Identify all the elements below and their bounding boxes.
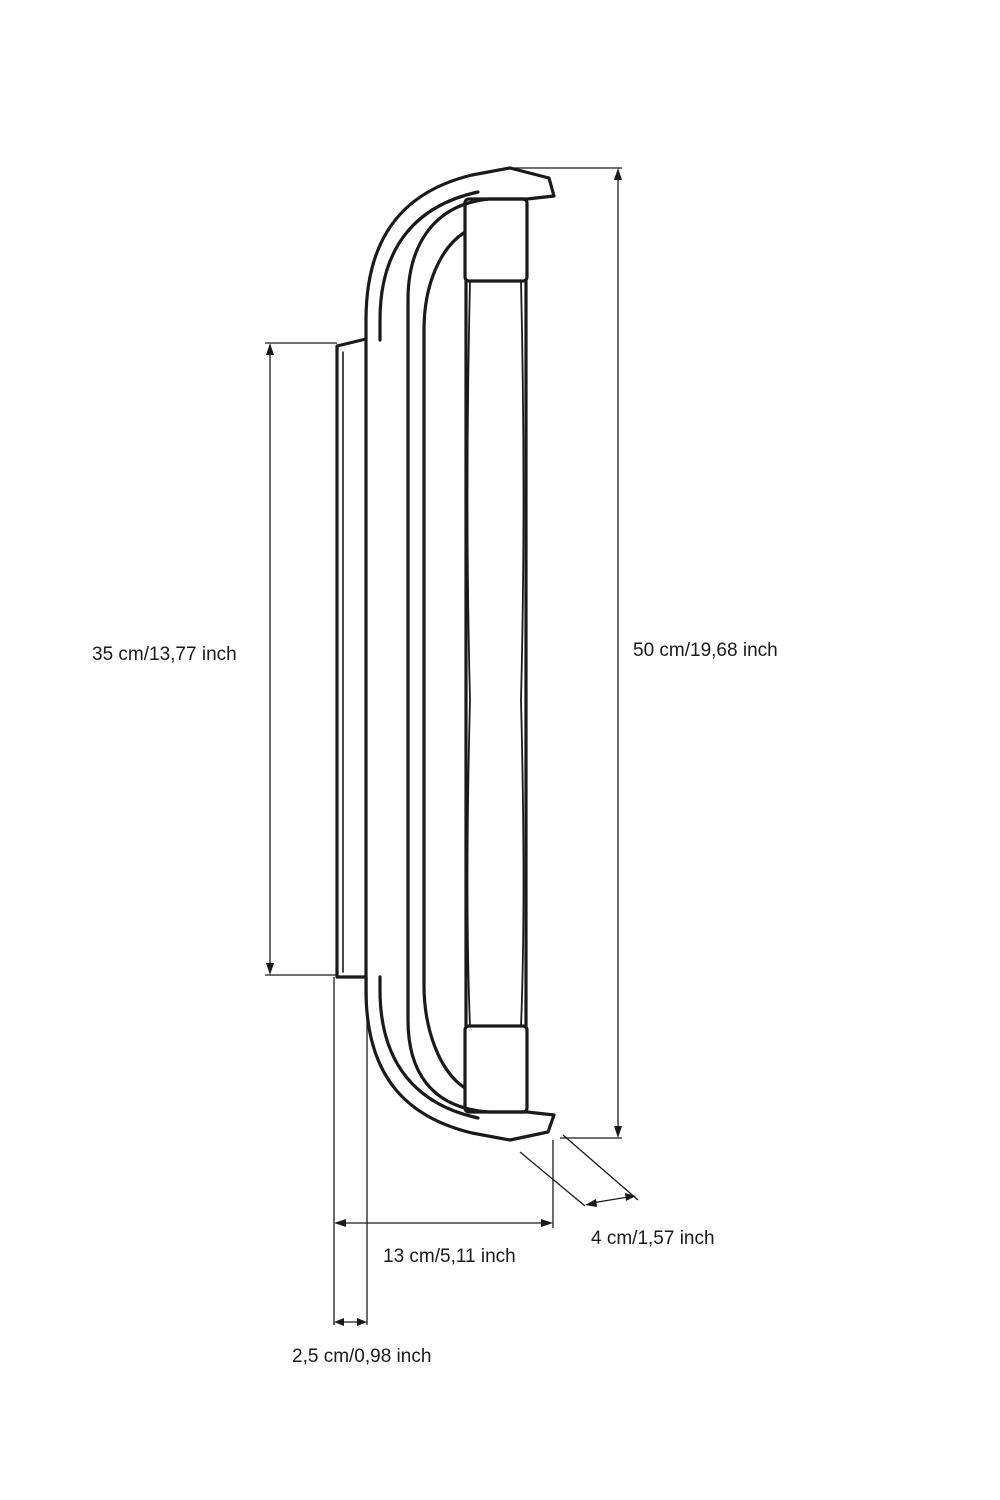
wall-backplate — [335, 337, 368, 979]
curved-arm — [364, 166, 556, 1142]
light-tube — [463, 197, 529, 1114]
dimension-height-backplate — [265, 342, 337, 976]
dimension-depth-total — [333, 977, 554, 1325]
label-height-backplate: 35 cm/13,77 inch — [92, 644, 237, 665]
dimension-backplate-thickness — [334, 1318, 367, 1326]
dimension-height-total — [510, 167, 622, 1139]
label-bar-width: 4 cm/1,57 inch — [591, 1228, 715, 1249]
label-depth-total: 13 cm/5,11 inch — [383, 1246, 516, 1267]
label-backplate-thickness: 2,5 cm/0,98 inch — [292, 1346, 431, 1367]
label-height-total: 50 cm/19,68 inch — [633, 640, 778, 661]
dimension-bar-width — [519, 1134, 639, 1207]
